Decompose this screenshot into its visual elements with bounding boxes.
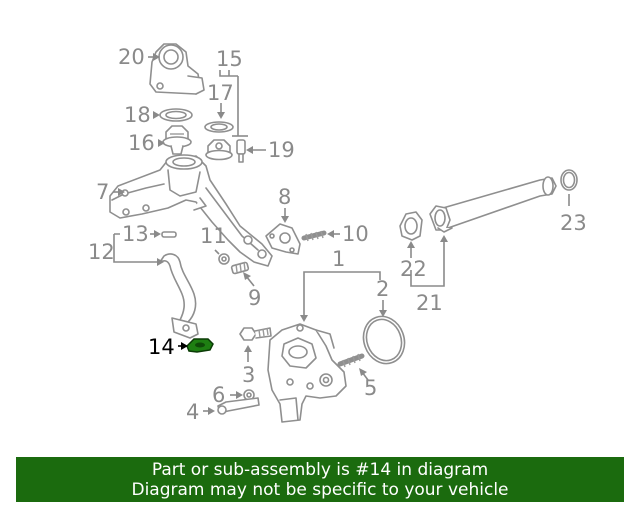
- part-3-bolt: [239, 327, 272, 341]
- part-4-long-bolt: [217, 397, 260, 415]
- part-10-stud: [301, 230, 327, 242]
- part-1-water-pump: [267, 323, 347, 423]
- banner-disclaimer: Diagram may not be specific to your vehi…: [131, 480, 509, 500]
- callout-14: 14: [148, 335, 175, 359]
- part-2-o-ring: [362, 315, 406, 365]
- callout-1: 1: [332, 247, 345, 271]
- callout-4: 4: [186, 400, 199, 424]
- part-19-temp-sensor: [232, 135, 248, 163]
- banner-part-note: Part or sub-assembly is #14 in diagram: [151, 460, 489, 480]
- callout-9: 9: [248, 286, 261, 310]
- callout-10: 10: [342, 222, 369, 246]
- part-18-gasket: [159, 108, 193, 122]
- callout-20: 20: [118, 45, 145, 69]
- callout-7: 7: [96, 180, 109, 204]
- callout-8: 8: [278, 185, 291, 209]
- part-20-outlet-housing: [149, 43, 205, 95]
- part-9-bolt: [230, 261, 250, 275]
- leader-lines: [113, 53, 570, 415]
- part-7-coolant-crossover: [109, 154, 273, 267]
- callout-22: 22: [400, 257, 427, 281]
- callout-2: 2: [376, 277, 389, 301]
- callout-labels: 20 18 16 15 17 19 7 8 10 13 12 11 9 1 2 …: [88, 45, 587, 424]
- callout-23: 23: [560, 211, 587, 235]
- part-22-flange-gasket: [399, 211, 423, 241]
- part-8-gasket-plate: [265, 223, 301, 255]
- part-12-coolant-hose: [159, 253, 199, 339]
- callout-12: 12: [88, 240, 115, 264]
- callout-17: 17: [207, 81, 234, 105]
- callout-18: 18: [124, 103, 151, 127]
- part-14-highlighted-gasket: [186, 338, 214, 353]
- callout-6: 6: [212, 383, 225, 407]
- callout-21: 21: [416, 291, 443, 315]
- info-banner: Part or sub-assembly is #14 in diagram D…: [16, 457, 624, 502]
- callout-19: 19: [268, 138, 295, 162]
- callout-15: 15: [216, 47, 243, 71]
- part-16-thermostat: [162, 125, 192, 155]
- callout-13: 13: [122, 222, 149, 246]
- part-21-coolant-pipe: [429, 176, 557, 233]
- callout-3: 3: [242, 363, 255, 387]
- callout-11: 11: [200, 224, 227, 248]
- part-13-small-bolt: [161, 231, 177, 238]
- callout-16: 16: [128, 131, 155, 155]
- part-23-o-ring: [560, 169, 578, 191]
- parts-diagram: 20 18 16 15 17 19 7 8 10 13 12 11 9 1 2 …: [88, 43, 587, 424]
- part-11-nut: [218, 253, 230, 265]
- callout-5: 5: [364, 376, 377, 400]
- part-5-stud: [337, 353, 365, 368]
- part-6-nut: [243, 389, 255, 401]
- part-17-thermostat-seal: [204, 121, 234, 161]
